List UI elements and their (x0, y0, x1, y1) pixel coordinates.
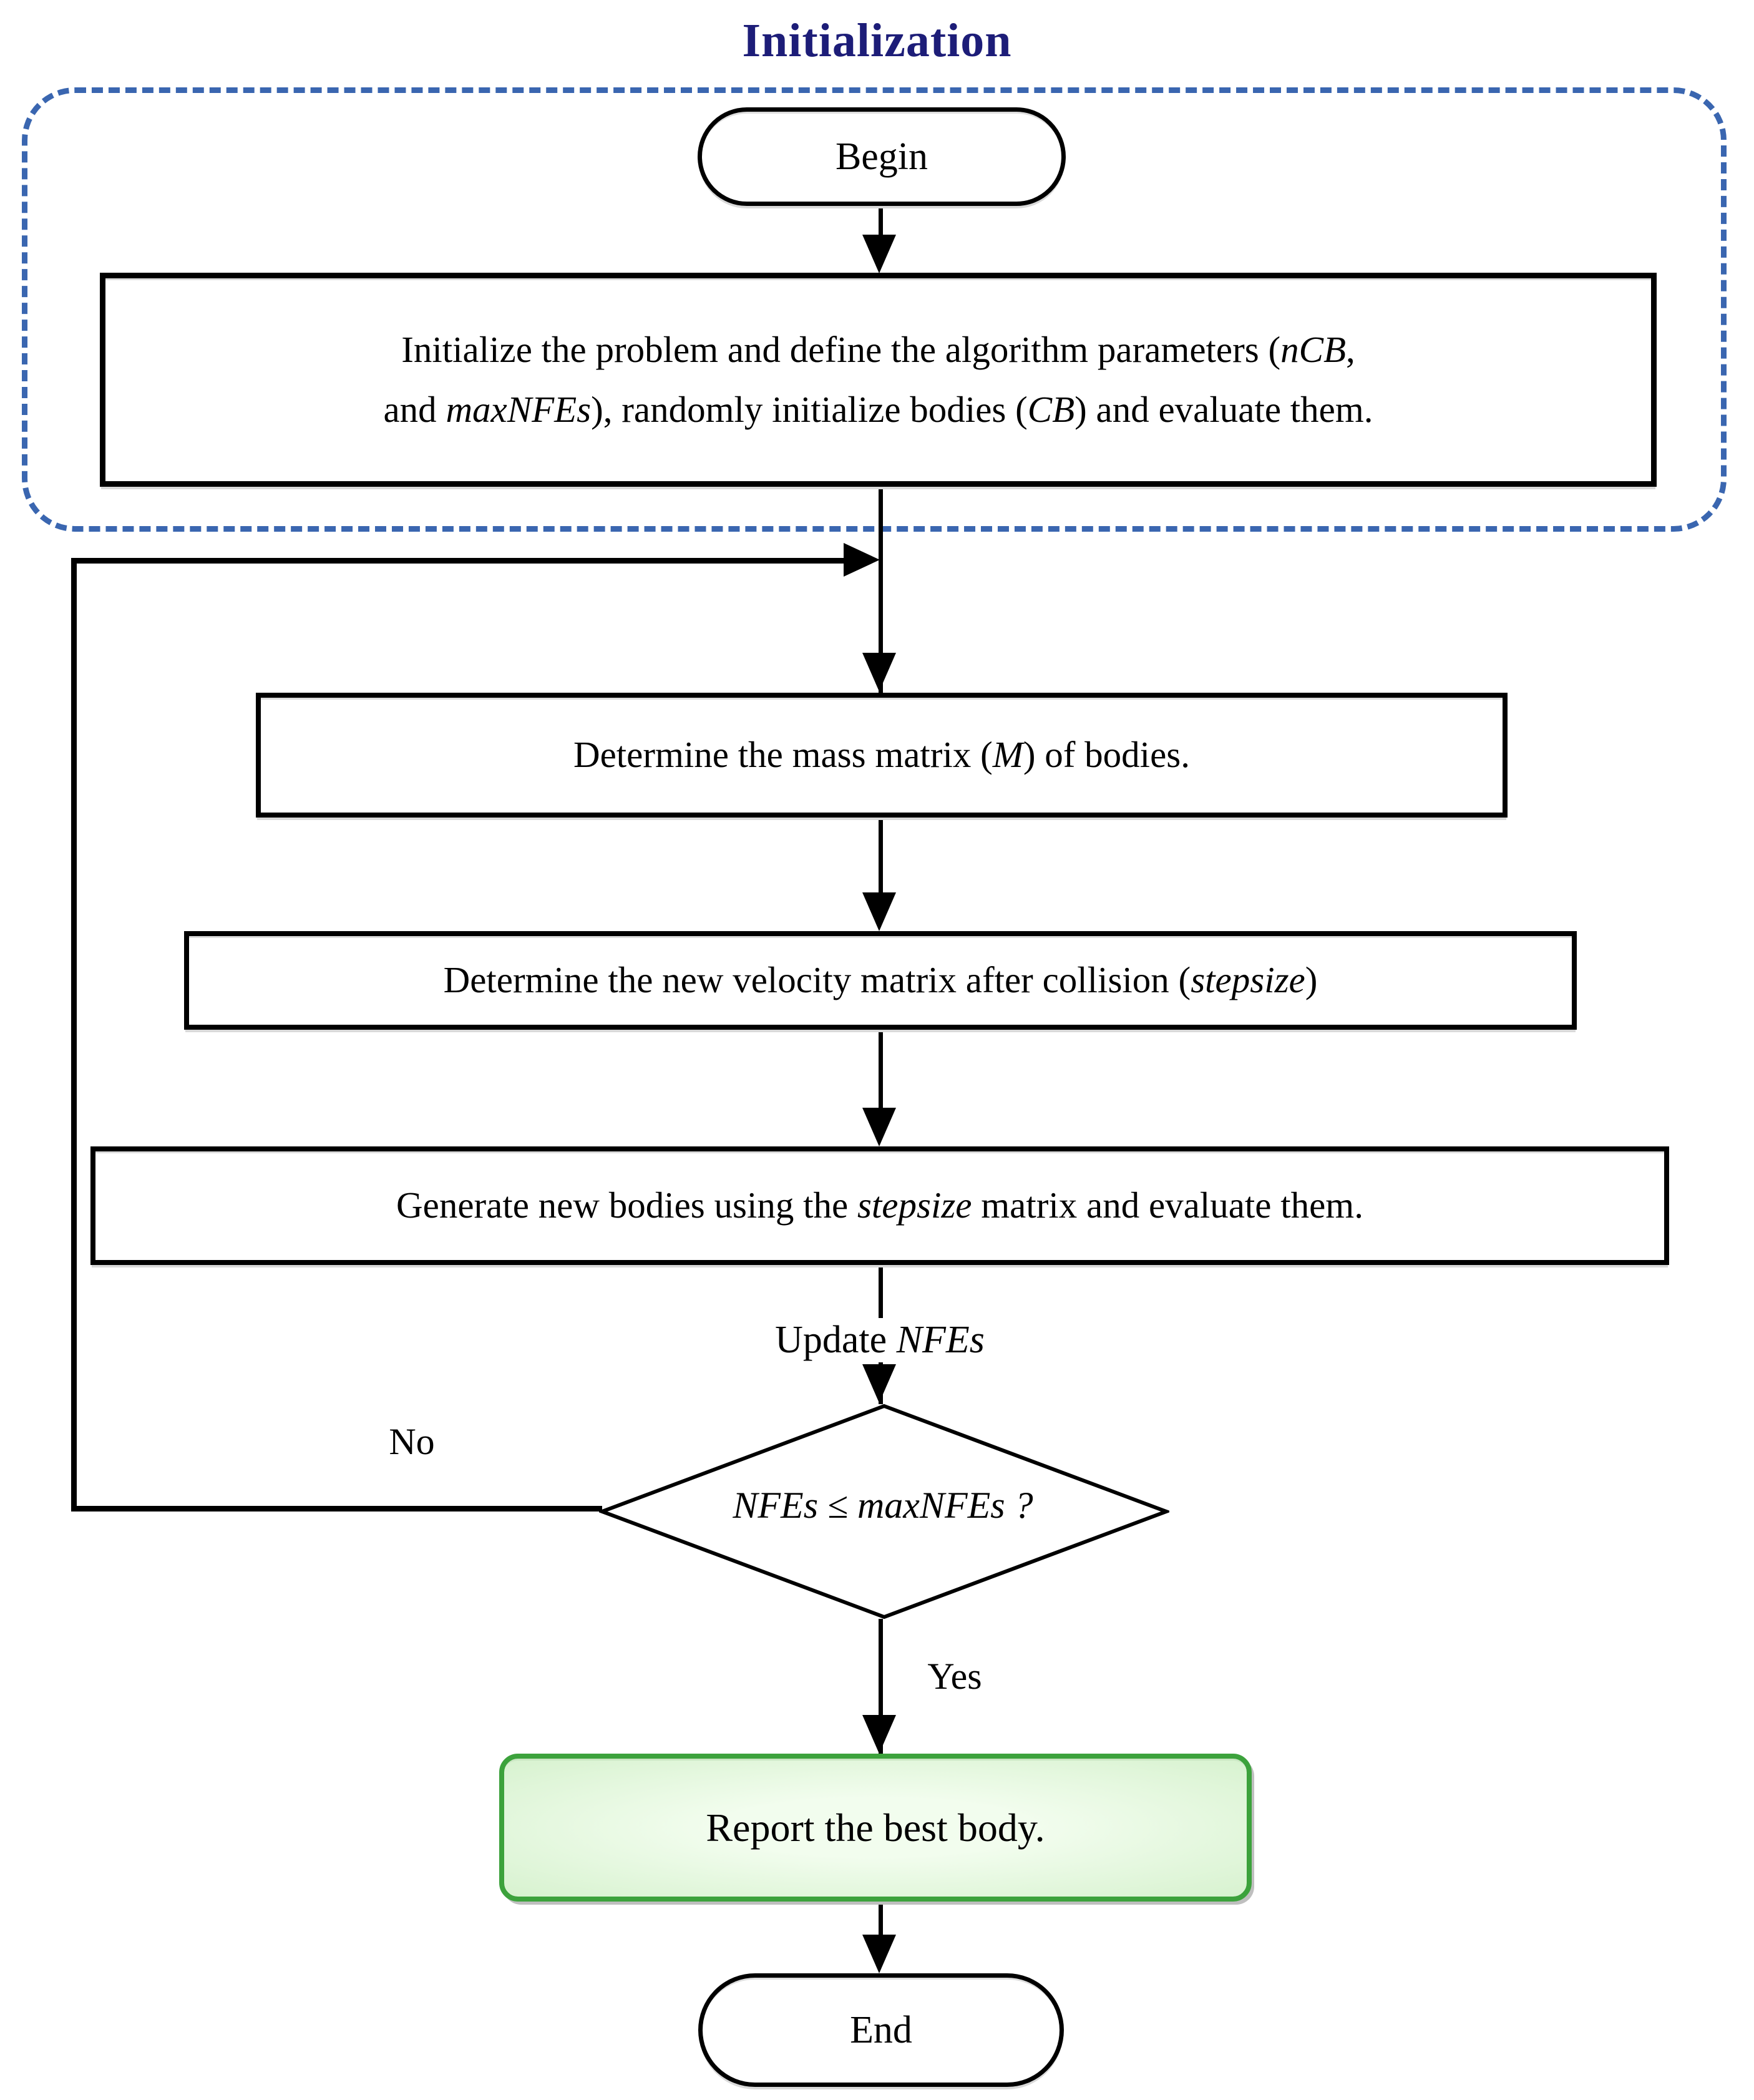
page-title: Initialization (742, 14, 1012, 67)
arrowhead-begin-initialize (862, 235, 896, 273)
arrowhead-into-report (862, 1715, 896, 1754)
branch-no-label: No (389, 1421, 435, 1462)
node-velocity-matrix: Determine the new velocity matrix after … (184, 931, 1577, 1030)
node-velocity-matrix-label: Determine the new velocity matrix after … (443, 959, 1318, 1001)
node-decision-diamond (599, 1404, 1169, 1619)
arrowhead-into-end (862, 1935, 896, 1973)
node-decision-label: NFEs ≤ maxNFEs ? (733, 1485, 1033, 1526)
edge-initialize-mass-line (879, 487, 883, 693)
node-generate-bodies-label: Generate new bodies using the stepsize m… (396, 1184, 1363, 1226)
node-initialize-label: Initialize the problem and define the al… (383, 328, 1373, 430)
loop-return-top-line (71, 558, 846, 564)
update-nfes-label: Update NFEs (630, 1318, 1129, 1362)
node-generate-bodies: Generate new bodies using the stepsize m… (90, 1146, 1669, 1265)
edge-decision-report-line (879, 1619, 883, 1754)
edge-begin-initialize-line (879, 205, 883, 237)
node-end-label: End (850, 2008, 912, 2051)
arrowhead-into-mass (862, 653, 896, 691)
node-mass-matrix-label: Determine the mass matrix (M) of bodies. (573, 734, 1190, 776)
decision-diamond-outline (599, 1404, 1169, 1619)
node-begin-label: Begin (835, 135, 928, 178)
node-begin: Begin (698, 107, 1066, 206)
arrowhead-into-velocity (862, 892, 896, 931)
loop-bottom-line (71, 1506, 602, 1512)
branch-yes-label: Yes (927, 1656, 982, 1697)
loop-left-line (71, 558, 77, 1512)
edge-velocity-generate-line (879, 1030, 883, 1109)
initialization-group-border (22, 87, 1727, 532)
arrowhead-into-generate (862, 1108, 896, 1146)
node-initialize: Initialize the problem and define the al… (100, 273, 1657, 487)
node-mass-matrix: Determine the mass matrix (M) of bodies. (256, 693, 1508, 818)
node-end: End (698, 1973, 1064, 2087)
arrowhead-into-decision (862, 1364, 896, 1403)
node-report-best-body: Report the best body. (499, 1754, 1252, 1902)
edge-report-end-line (879, 1902, 883, 1936)
node-report-best-body-label: Report the best body. (706, 1805, 1045, 1850)
arrowhead-loop-return (844, 543, 880, 577)
edge-mass-velocity-line (879, 818, 883, 894)
